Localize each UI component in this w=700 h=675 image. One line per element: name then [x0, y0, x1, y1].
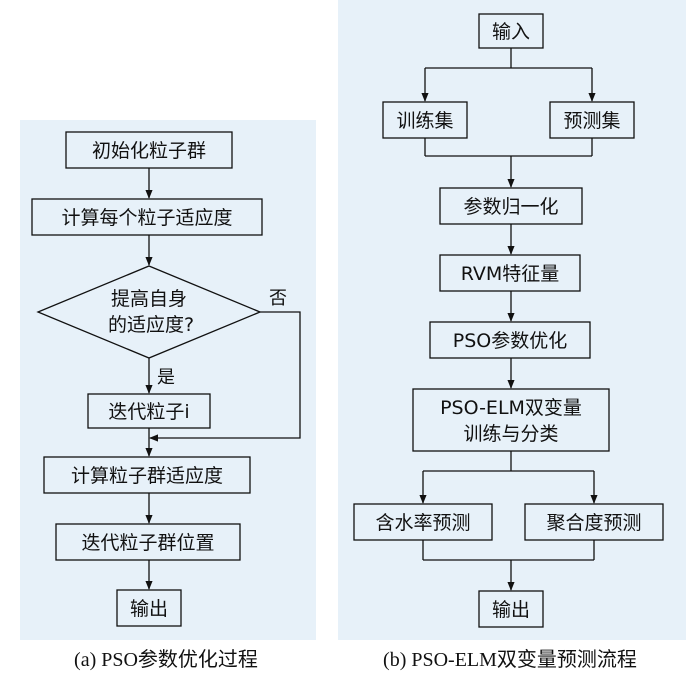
node-pso-opt-box: [429, 321, 591, 359]
node-decision-label-2: 的适应度?: [108, 314, 194, 336]
node-rvm-label: RVM特征量: [461, 263, 560, 285]
caption-panel-b: (b) PSO-ELM双变量预测流程: [383, 648, 637, 671]
node-output-a-label: 输出: [130, 598, 168, 620]
node-input-label: 输入: [492, 21, 530, 43]
panel-b-background: [338, 0, 686, 640]
node-output-b-label: 输出: [492, 599, 530, 621]
node-swarm-fitness-label: 计算粒子群适应度: [71, 465, 223, 487]
node-train-set-label: 训练集: [396, 110, 453, 132]
node-normalize-label: 参数归一化: [463, 196, 558, 218]
node-poly-label: 聚合度预测: [546, 512, 641, 534]
node-rvm-box: [439, 254, 581, 292]
node-elm-label-2: 训练与分类: [463, 423, 558, 445]
node-swarm-position-box: [55, 523, 241, 561]
node-calc-fitness-box: [31, 198, 263, 236]
node-output-b-box: [478, 590, 544, 628]
edge-label-yes: 是: [157, 367, 175, 388]
node-swarm-fitness-box: [43, 456, 251, 494]
panel-a: 初始化粒子群 计算每个粒子适应度 提高自身 的适应度? 否 是 迭代粒子i 计算…: [31, 131, 301, 627]
node-init-label: 初始化粒子群: [92, 140, 206, 162]
node-test-set-label: 预测集: [563, 110, 620, 132]
caption-panel-a: (a) PSO参数优化过程: [74, 648, 258, 671]
panel-a-background: [20, 120, 316, 640]
node-iterate-particle-label: 迭代粒子i: [108, 401, 189, 423]
panel-b: 输入 训练集 预测集 参数归一化 RVM特征量 PSO参数优化 PSO-ELM双…: [353, 13, 664, 628]
node-calc-fitness-label: 计算每个粒子适应度: [61, 207, 232, 229]
node-water-label: 含水率预测: [375, 512, 470, 534]
node-swarm-position-label: 迭代粒子群位置: [81, 532, 214, 554]
node-pso-opt-label: PSO参数优化: [453, 330, 567, 352]
node-output-a-box: [116, 589, 182, 627]
node-decision-label-1: 提高自身: [111, 288, 187, 310]
node-elm-label-1: PSO-ELM双变量: [440, 397, 582, 419]
edge-label-no: 否: [269, 288, 287, 309]
edge-decision-no-loop: [149, 311, 301, 442]
